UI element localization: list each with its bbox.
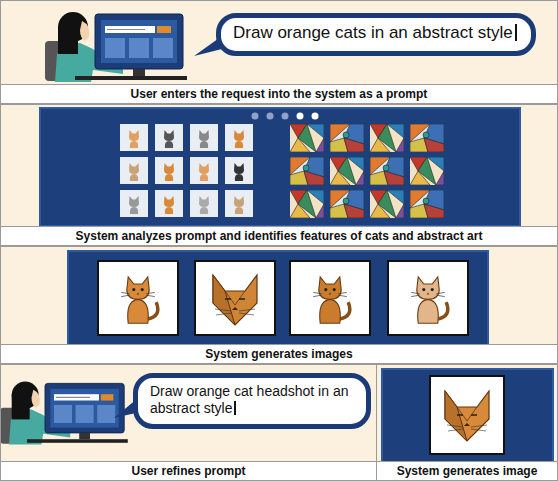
art-shape xyxy=(290,190,324,218)
speech-bubble: Draw orange cats in an abstract style xyxy=(216,13,536,56)
art-shape xyxy=(297,113,304,120)
comic-panel: System analyzes prompt and identifies fe… xyxy=(0,104,558,246)
art-shape xyxy=(376,364,558,481)
art-shape xyxy=(382,369,553,462)
speech-bubble: Draw orange cat headshot in an abstract … xyxy=(133,373,371,429)
art-shape xyxy=(267,113,274,120)
art-shape xyxy=(199,163,209,181)
panel-caption: System generates image xyxy=(377,461,557,480)
art-shape xyxy=(252,113,259,120)
art-shape xyxy=(290,261,370,335)
art-shape xyxy=(388,261,468,335)
comic-panel: System generates image xyxy=(376,364,558,481)
art-shape xyxy=(68,251,488,345)
art-shape xyxy=(155,157,183,184)
art-shape xyxy=(290,124,444,218)
art-shape xyxy=(313,277,350,323)
art-shape xyxy=(0,0,558,104)
art-shape xyxy=(411,277,448,323)
panel-caption: System analyzes prompt and identifies fe… xyxy=(1,226,557,245)
art-shape xyxy=(120,157,148,184)
panel-caption: System generates images xyxy=(1,344,557,363)
art-shape xyxy=(410,190,444,218)
art-shape xyxy=(98,261,178,335)
art-shape xyxy=(164,196,174,214)
art-shape xyxy=(45,12,187,82)
art-shape xyxy=(370,124,404,152)
comic-panel: System generates images xyxy=(0,246,558,364)
art-shape xyxy=(370,157,404,185)
art-shape xyxy=(234,196,244,214)
art-shape xyxy=(225,157,253,184)
art-shape xyxy=(0,104,558,246)
art-shape xyxy=(410,157,444,185)
art-shape xyxy=(120,124,148,151)
art-shape xyxy=(410,124,444,152)
art-shape xyxy=(121,277,158,323)
art-shape xyxy=(370,190,404,218)
art-shape xyxy=(164,163,174,181)
panel-caption: User refines prompt xyxy=(1,461,376,480)
art-shape xyxy=(430,376,504,454)
art-shape xyxy=(0,246,558,364)
art-shape xyxy=(195,261,275,335)
art-shape xyxy=(129,130,139,148)
art-shape xyxy=(282,113,289,120)
art-shape xyxy=(190,124,218,151)
comic-panel: User refines prompt Draw orange cat heads… xyxy=(0,364,377,481)
art-shape xyxy=(445,391,489,441)
art-shape xyxy=(213,275,257,325)
art-shape xyxy=(330,124,364,152)
art-shape xyxy=(290,157,324,185)
art-shape xyxy=(234,163,244,181)
art-shape xyxy=(120,190,148,217)
art-shape xyxy=(0,364,377,481)
art-shape xyxy=(120,124,253,217)
panel-caption: User enters the request into the system … xyxy=(1,84,557,103)
prompt-text: Draw orange cat headshot in an abstract … xyxy=(150,383,352,417)
art-shape xyxy=(199,130,209,148)
art-shape xyxy=(234,130,244,148)
art-shape xyxy=(225,124,253,151)
art-shape xyxy=(290,124,324,152)
art-shape xyxy=(155,190,183,217)
art-shape xyxy=(40,108,520,226)
art-shape xyxy=(0,382,128,445)
art-shape xyxy=(225,190,253,217)
art-shape xyxy=(129,163,139,181)
prompt-text: Draw orange cats in an abstract style xyxy=(233,23,517,43)
art-shape xyxy=(330,190,364,218)
comic-panel: User enters the request into the system … xyxy=(0,0,558,104)
art-shape xyxy=(190,157,218,184)
art-shape xyxy=(312,113,319,120)
art-shape xyxy=(129,196,139,214)
art-shape xyxy=(190,190,218,217)
art-shape xyxy=(155,124,183,151)
art-shape xyxy=(164,130,174,148)
art-shape xyxy=(330,157,364,185)
art-shape xyxy=(199,196,209,214)
